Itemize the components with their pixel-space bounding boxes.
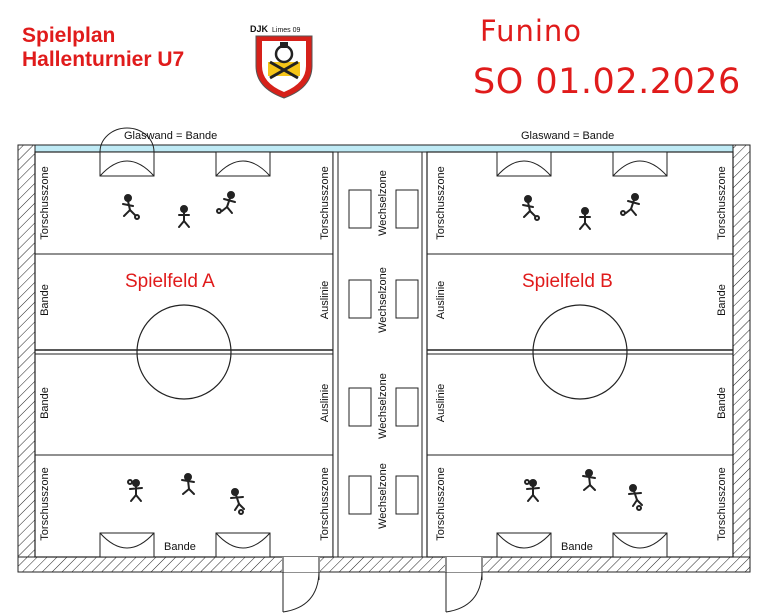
field-b-right-mid1: Bande — [716, 284, 728, 316]
field-b-title: Spielfeld B — [522, 271, 613, 292]
change-zone-2: Wechselzone — [377, 267, 389, 333]
change-zone-3: Wechselzone — [377, 373, 389, 439]
field-a-right-mid1: Auslinie — [319, 280, 331, 320]
doors — [282, 557, 483, 613]
field-b-left-mid1: Auslinie — [435, 280, 447, 320]
glass-wall — [34, 144, 734, 153]
date-label: SO 01.02.2026 — [473, 62, 741, 102]
field-a-left-top: Torschusszone — [39, 166, 51, 240]
field-b-left-top: Torschusszone — [435, 166, 447, 240]
glass-wall-label-b: Glaswand = Bande — [521, 130, 615, 142]
field-a-left-mid2: Bande — [39, 387, 51, 419]
field-b-right-top: Torschusszone — [716, 166, 728, 240]
title-line-2: Hallenturnier U7 — [22, 48, 185, 71]
svg-text:DJK: DJK — [250, 24, 269, 34]
mode-label: Funino — [480, 14, 583, 48]
bottom-label-a: Bande — [164, 541, 196, 553]
field-b-right-mid2: Bande — [716, 387, 728, 419]
players — [122, 191, 643, 515]
change-zone-1: Wechselzone — [377, 170, 389, 236]
left-wall — [17, 144, 36, 558]
field-b-right-bottom: Torschusszone — [716, 467, 728, 541]
change-zone-4: Wechselzone — [377, 463, 389, 529]
field-a-title: Spielfeld A — [125, 271, 215, 292]
field-a-right-bottom: Torschusszone — [319, 467, 331, 541]
field-a-right-top: Torschusszone — [319, 166, 331, 240]
change-zone-area — [332, 151, 428, 558]
field-b-left-mid2: Auslinie — [435, 383, 447, 423]
club-logo: DJK Limes 09 — [248, 22, 320, 100]
svg-text:Limes 09: Limes 09 — [272, 27, 301, 34]
field-b-left-bottom: Torschusszone — [435, 467, 447, 541]
bottom-label-b: Bande — [561, 541, 593, 553]
field-a-left-bottom: Torschusszone — [39, 467, 51, 541]
bottom-wall — [17, 556, 751, 573]
field-b — [426, 151, 734, 558]
right-wall — [732, 144, 751, 558]
field-a-left-mid1: Bande — [39, 284, 51, 316]
field-a — [34, 127, 334, 558]
glass-wall-label-a: Glaswand = Bande — [124, 130, 218, 142]
title-line-1: Spielplan — [22, 24, 116, 47]
field-a-right-mid2: Auslinie — [319, 383, 331, 423]
